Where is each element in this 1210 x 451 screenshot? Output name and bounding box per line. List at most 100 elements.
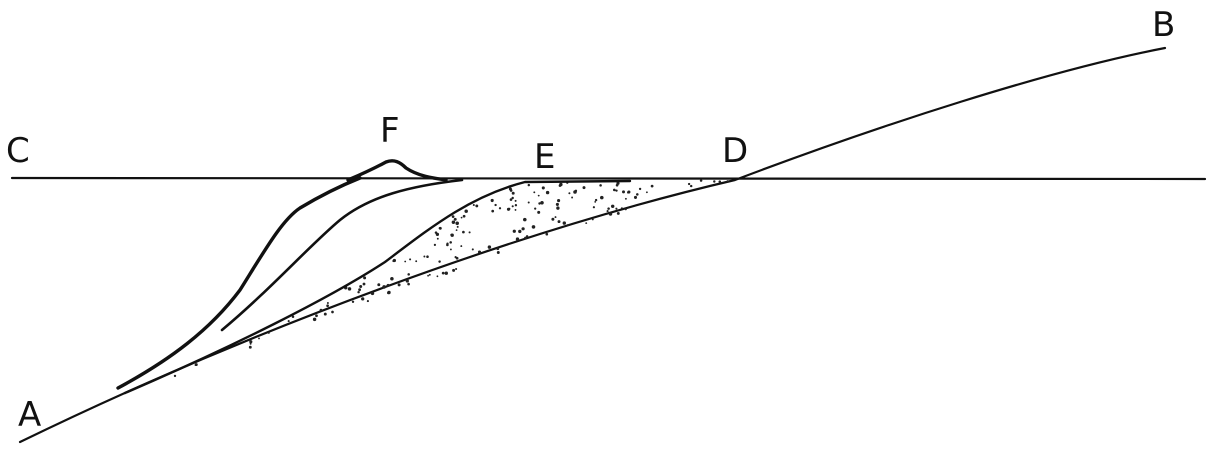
stipple-dot [585,222,588,225]
stipple-dot [612,188,616,192]
stipple-dot [571,196,574,199]
stipple-dot [452,268,456,272]
stipple-dot [331,310,334,314]
stipple-dot [363,276,367,280]
deposit-front-curve-outer [116,176,362,390]
stipple-dot [287,320,290,323]
stipple-dot [392,259,395,263]
stipple-dot [451,220,456,224]
stipple-dot [567,223,569,226]
stipple-dot [573,190,577,194]
stipple-dot [606,210,609,213]
stipple-dot [358,288,361,292]
stipple-dot [494,203,497,207]
stipple-dot [436,275,439,278]
stipple-dot [555,202,559,206]
stipple-dot [267,331,270,334]
stipple-dot [455,221,459,226]
stipple-dot [608,212,613,216]
stipple-dot [361,297,365,301]
stipple-dot [427,274,429,277]
stipple-dot [366,300,369,303]
stipple-dot [645,191,648,194]
stipple-dot [508,187,512,191]
stipple-dot [433,243,437,247]
stipple-dot [194,364,197,366]
stipple-dot [455,267,458,271]
stipple-dot [521,227,525,231]
stipple-dot [638,187,642,191]
stipple-dot [537,194,540,197]
stipple-dot [248,345,252,349]
label-c: C [6,131,30,171]
stipple-dot [624,197,627,200]
label-f: F [380,111,400,151]
dotted-deposit-region [125,180,735,395]
stipple-dot [438,260,441,263]
stipple-dot [620,207,623,210]
stipple-dot [490,198,494,203]
stipple-dot [615,189,618,192]
stipple-dot [462,230,465,234]
stipple-dot [405,279,409,283]
stipple-dot [347,287,352,291]
stipple-dot [438,227,441,230]
stipple-dot [472,203,475,207]
stipple-dot [582,186,586,190]
stipple-dot [514,204,518,207]
stipple-dot [496,247,500,251]
stipple-dot [511,205,514,208]
stipple-dot [477,250,482,254]
stipple-dot [386,283,390,287]
stipple-dot [362,282,366,286]
stipple-dot [515,237,520,241]
stipple-dot [538,202,541,205]
stipple-dot [468,231,471,234]
label-a: A [18,395,41,435]
stipple-dot [545,190,550,195]
stipple-dot [496,251,500,254]
stipple-dot [599,184,602,187]
stipple-dot [636,193,639,196]
stipple-dot [518,229,522,234]
stipple-dot [455,229,458,232]
stipple-dot [610,204,615,209]
stipple-dot [699,179,703,182]
stipple-dot [514,208,517,211]
stipple-dot [713,180,716,183]
stipple-dot [450,233,453,237]
stipple-dot [471,248,474,251]
stipple-dot [506,207,511,211]
stipple-dot [426,255,429,258]
stipple-dot [624,208,627,211]
stipple-dot [512,229,516,233]
stipple-dot [357,290,360,294]
stipple-dot [615,207,618,210]
label-b: B [1152,5,1175,45]
stipple-dot [173,374,177,378]
stipple-dot [249,340,253,344]
stipple-dot [359,285,363,288]
stipple-dot [451,215,455,218]
stipple-dot [435,232,440,237]
stipple-dot [531,225,536,229]
label-e: E [534,137,555,177]
stipple-dot [607,207,610,210]
stipple-dot [404,260,407,263]
stipple-dot [557,220,561,224]
stipple-dot [415,260,418,263]
deposit-stipple-dots [173,179,729,378]
stipple-dot [562,221,566,225]
stipple-dot [397,283,401,287]
stipple-dot [592,206,596,209]
stipple-dot [428,273,431,276]
stipple-dot [622,190,625,194]
stipple-dot [446,242,449,245]
stipple-dot [633,195,638,199]
stipple-dot [449,248,452,251]
stipple-dot [441,271,445,275]
stipple-dot [527,201,530,204]
stipple-dot [558,184,562,187]
stipple-dot [464,209,468,213]
